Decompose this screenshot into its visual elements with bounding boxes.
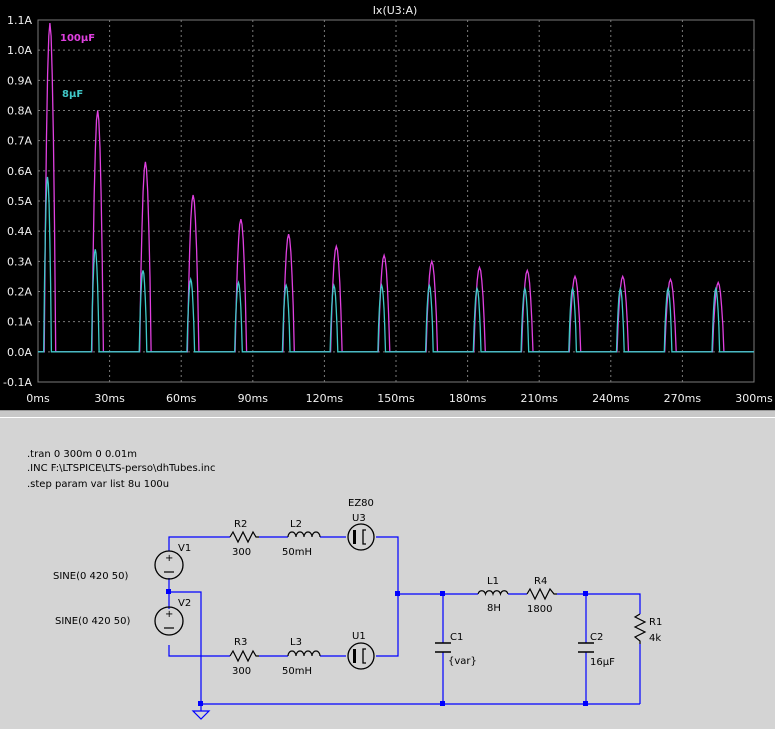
x-tick-label: 60ms (166, 392, 197, 405)
c1-name: C1 (450, 632, 463, 643)
x-tick-label: 180ms (449, 392, 487, 405)
voltage-source-v1[interactable]: + V1 SINE(0 420 50) (53, 543, 191, 582)
directive-include[interactable]: .INC F:\LTSPICE\LTS-perso\dhTubes.inc (27, 463, 215, 474)
y-tick-label: -0.1A (3, 376, 32, 389)
y-tick-label: 0.2A (7, 286, 32, 299)
l2-name: L2 (290, 519, 302, 530)
v1-name: V1 (178, 543, 191, 554)
l3-value: 50mH (282, 666, 312, 677)
r4-value: 1800 (527, 604, 552, 615)
y-tick-label: 0.9A (7, 74, 32, 87)
ground-icon[interactable] (191, 710, 211, 720)
schematic-pane[interactable]: .tran 0 300m 0 0.01m .INC F:\LTSPICE\LTS… (0, 418, 775, 729)
inductor-l3[interactable]: L3 50mH (282, 637, 321, 677)
r4-name: R4 (534, 576, 547, 587)
y-tick-label: 0.5A (7, 195, 32, 208)
inductor-l1[interactable]: L1 8H (477, 576, 509, 614)
directive-step[interactable]: .step param var list 8u 100u (27, 479, 169, 490)
x-tick-label: 90ms (238, 392, 269, 405)
series-annotation: 100µF (60, 33, 95, 44)
series-line-100uf[interactable] (38, 22, 754, 353)
resistor-r2[interactable]: R2 300 (229, 519, 259, 558)
waveform-plot[interactable]: 0ms 30ms 60ms 90ms 120ms 150ms 180ms 210ms 240ms… (0, 0, 775, 410)
svg-text:+: + (165, 553, 173, 564)
y-tick-label: 1.1A (7, 14, 32, 27)
x-tick-label: 150ms (377, 392, 415, 405)
x-tick-label: 270ms (664, 392, 702, 405)
x-tick-label: 0ms (26, 392, 50, 405)
wires (168, 536, 641, 711)
series-annotation: 8µF (62, 89, 83, 100)
y-tick-label: 0.8A (7, 105, 32, 118)
r2-name: R2 (234, 519, 247, 530)
v1-value: SINE(0 420 50) (53, 571, 129, 582)
l2-value: 50mH (282, 547, 312, 558)
voltage-source-v2[interactable]: + V2 SINE(0 420 50) (55, 598, 191, 636)
c2-value: 16µF (590, 657, 615, 668)
v2-name: V2 (178, 598, 191, 609)
x-tick-label: 240ms (592, 392, 630, 405)
r1-name: R1 (649, 617, 662, 628)
capacitor-c1[interactable]: C1 {var} (435, 632, 477, 667)
trace-title[interactable]: Ix(U3:A) (373, 4, 418, 17)
r3-value: 300 (232, 666, 251, 677)
y-tick-label: 0.6A (7, 165, 32, 178)
svg-text:+: + (165, 609, 173, 620)
x-tick-label: 210ms (520, 392, 558, 405)
c2-name: C2 (590, 632, 603, 643)
x-tick-label: 300ms (735, 392, 773, 405)
c1-value: {var} (448, 656, 477, 667)
l1-name: L1 (487, 576, 499, 587)
x-tick-label: 120ms (306, 392, 344, 405)
y-tick-label: 0.0A (7, 346, 32, 359)
series-line-8uf[interactable] (38, 176, 754, 353)
resistor-r3[interactable]: R3 300 (229, 637, 259, 677)
y-tick-label: 1.0A (7, 44, 32, 57)
y-tick-label: 0.4A (7, 225, 32, 238)
resistor-r1[interactable]: R1 4k (633, 613, 662, 644)
v2-value: SINE(0 420 50) (55, 616, 131, 627)
l3-name: L3 (290, 637, 302, 648)
schematic-canvas[interactable]: .tran 0 300m 0 0.01m .INC F:\LTSPICE\LTS… (0, 418, 775, 729)
inductor-l2[interactable]: L2 50mH (282, 519, 321, 558)
x-tick-label: 30ms (94, 392, 125, 405)
pane-splitter[interactable] (0, 410, 775, 418)
u3-model: EZ80 (348, 498, 374, 509)
u1-name: U1 (352, 631, 366, 642)
waveform-plot-pane[interactable]: 0ms 30ms 60ms 90ms 120ms 150ms 180ms 210ms 240ms… (0, 0, 775, 410)
y-tick-label: 0.1A (7, 316, 32, 329)
y-tick-label: 0.7A (7, 135, 32, 148)
tube-diode-u1[interactable]: U1 (347, 631, 375, 670)
r2-value: 300 (232, 547, 251, 558)
u3-name: U3 (352, 513, 366, 524)
capacitor-c2[interactable]: C2 16µF (578, 632, 615, 668)
y-tick-label: 0.3A (7, 255, 32, 268)
junction-dots (166, 589, 588, 706)
r3-name: R3 (234, 637, 247, 648)
directive-tran[interactable]: .tran 0 300m 0 0.01m (27, 449, 137, 460)
resistor-r4[interactable]: R4 1800 (526, 576, 557, 615)
tube-diode-u3[interactable]: EZ80 U3 (347, 498, 375, 551)
l1-value: 8H (487, 603, 501, 614)
r1-value: 4k (649, 633, 661, 644)
